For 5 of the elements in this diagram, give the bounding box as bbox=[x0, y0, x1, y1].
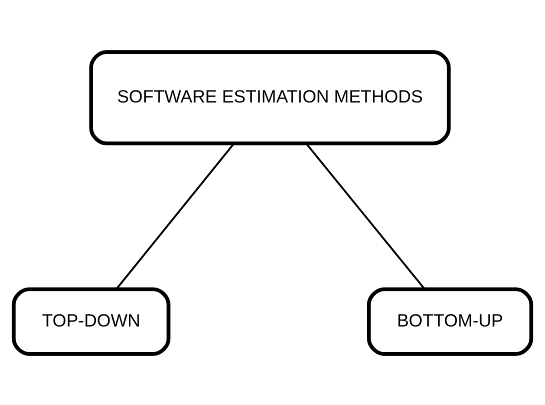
connector bbox=[116, 142, 235, 290]
node-box: TOP-DOWN bbox=[12, 286, 170, 356]
node-box: BOTTOM-UP bbox=[366, 286, 534, 356]
node-box: SOFTWARE ESTIMATION METHODS bbox=[89, 50, 451, 145]
connector bbox=[306, 142, 426, 290]
